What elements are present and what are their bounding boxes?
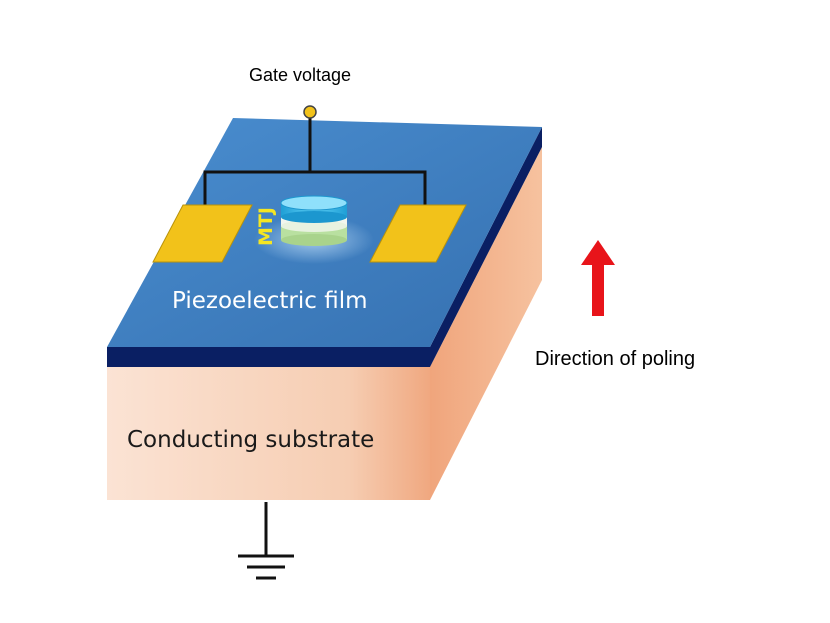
poling-arrow-icon [581,240,615,316]
mtj-label: MTJ [255,207,277,246]
film-side-edge [430,127,542,367]
right-electrode [369,204,467,263]
gate-terminal-icon [303,105,317,119]
gate-wiring [203,117,427,225]
piezo-film-label: Piezoelectric film [172,288,368,314]
mtj-pillar [280,195,348,246]
substrate-label: Conducting substrate [127,427,374,453]
ground-icon [238,502,294,580]
film-front-edge [107,347,430,367]
poling-label: Direction of poling [535,348,695,370]
left-electrode [152,204,253,263]
substrate-front-face [107,367,430,500]
substrate-side-face [430,147,542,500]
gate-voltage-label: Gate voltage [249,65,351,85]
